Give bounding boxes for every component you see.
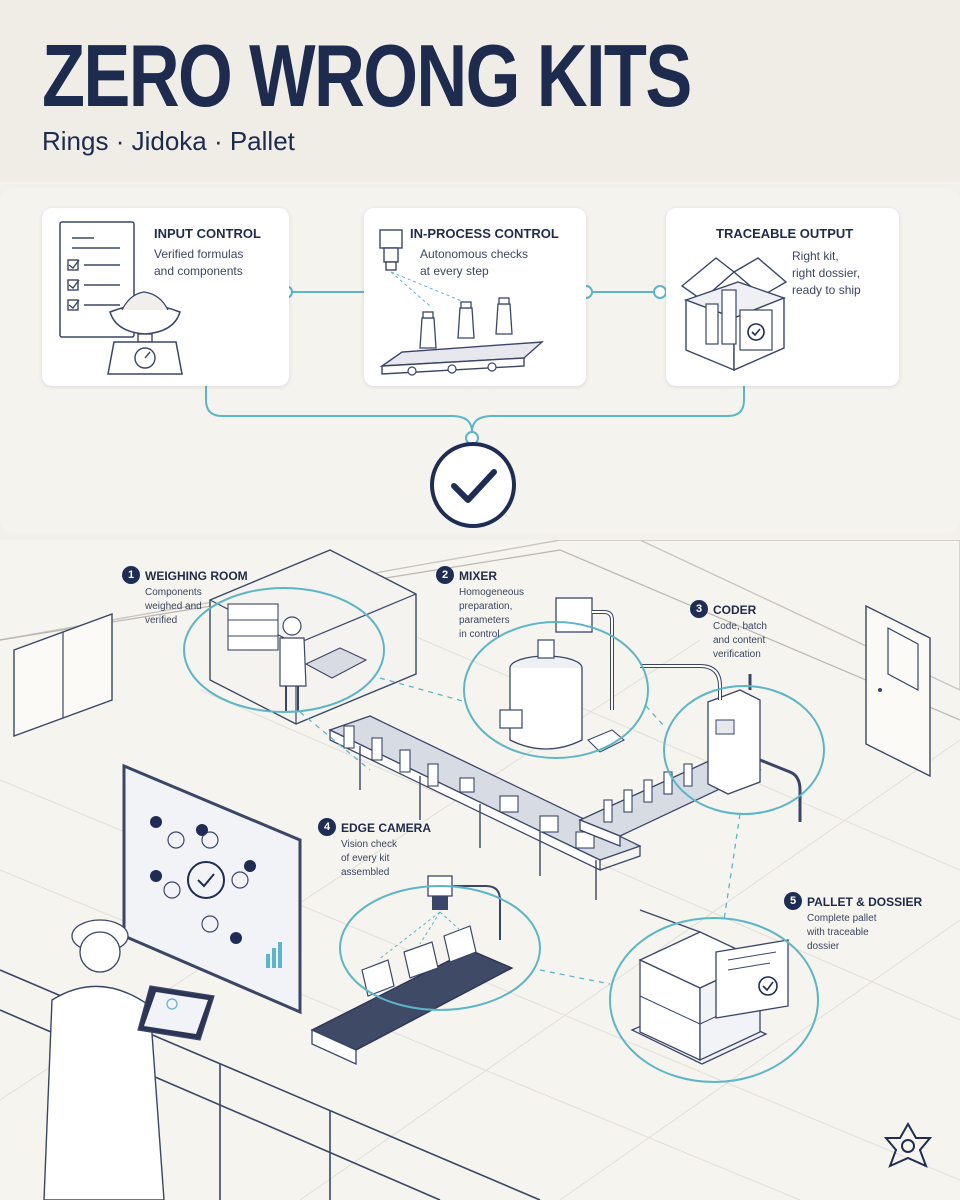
traceable-output-title: TRACEABLE OUTPUT [716,226,854,241]
pallet-dossier-description: Complete pallet with traceable dossier [807,913,877,952]
stage-badge-2: 2 [436,566,454,584]
weighing-room-title: WEIGHING ROOM [145,569,248,583]
mixer-description: Homogeneous preparation, parameters in c… [459,587,525,640]
stage-badge-4: 4 [318,818,336,836]
edge-camera-description: Vision check of every kit assembled [341,839,397,878]
coder-title: CODER [713,603,757,617]
traceable-output-card: TRACEABLE OUTPUT Right kit, right dossie… [666,208,899,386]
box-icon [680,257,788,372]
in-process-control-card: IN-PROCESS CONTROL Autonomous checks at … [364,208,586,386]
stage-badge-5: 5 [784,892,802,910]
logo-icon [883,1121,933,1168]
input-control-title: INPUT CONTROL [154,226,261,241]
camera-conveyor-icon [379,229,545,376]
checkmark-icon [430,442,516,528]
in-process-control-title: IN-PROCESS CONTROL [410,226,559,241]
mixer-title: MIXER [459,569,498,583]
edge-camera-title: EDGE CAMERA [341,821,432,835]
page-title: ZERO WRONG KITS [42,26,692,125]
input-control-description: Verified formulas and components [154,247,244,278]
header: ZERO WRONG KITS Rings · Jidoka · Pallet [0,0,960,182]
stage-badge-3: 3 [690,600,708,618]
stage-badge-1: 1 [122,566,140,584]
pallet-dossier-title: PALLET & DOSSIER [807,895,923,909]
checklist-icon [59,221,135,338]
control-flow-connectors [205,285,745,445]
input-control-card: INPUT CONTROL Verified formulas and comp… [42,208,289,386]
factory-illustration [0,540,960,1200]
traceable-output-description: Right kit, right dossier, ready to ship [792,249,861,297]
scale-icon [107,291,183,375]
weighing-room-description: Components weighed and verified [145,587,202,626]
factory-scene: 1 WEIGHING ROOM Components weighed and v… [0,540,960,1200]
page-subtitle: Rings · Jidoka · Pallet [42,126,295,156]
in-process-control-description: Autonomous checks at every step [420,247,529,278]
coder-description: Code, batch and content verification [713,621,767,660]
